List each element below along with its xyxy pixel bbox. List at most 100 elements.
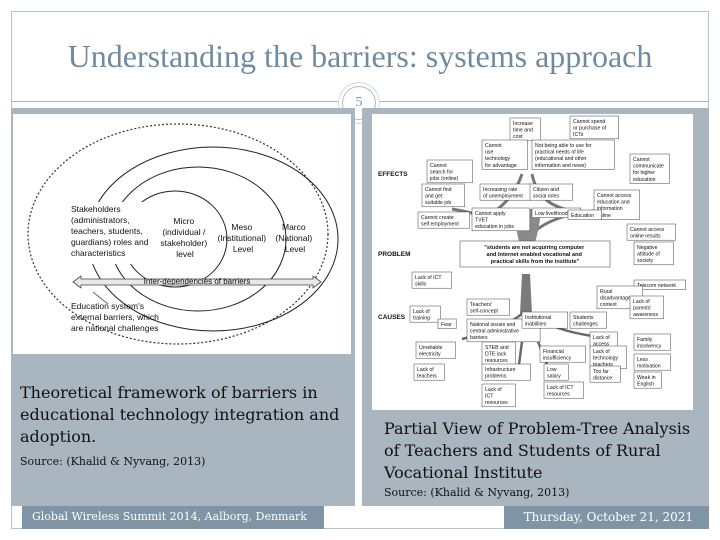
effect-box (569, 115, 619, 140)
stakeholder-label-bg (68, 202, 154, 264)
cause-box (415, 341, 456, 359)
cause-box (633, 241, 674, 266)
framework-diagram: Stakeholders (administrators, teachers, … (27, 123, 339, 345)
external-pointer-line (92, 291, 109, 305)
left-figure-caption: Theoretical framework of barriers in edu… (20, 383, 340, 446)
left-content-panel: Stakeholders (administrators, teachers, … (11, 108, 355, 506)
causes-label: CAUSES (378, 314, 406, 321)
outer-dashed-ellipse (27, 123, 329, 345)
effect-box (481, 139, 528, 170)
left-figure-source: Source: (Khalid & Nyvang, 2013) (20, 455, 206, 468)
stakeholders-label: Stakeholders (administrators, teachers, … (71, 204, 151, 258)
cause-box (521, 311, 568, 329)
cause-label: Teachers'self-concept (470, 302, 499, 315)
title-rule-right (378, 101, 709, 102)
cause-box (543, 363, 569, 381)
effect-box (421, 183, 465, 208)
cause-label: Telecom network (637, 283, 676, 289)
meso-label: Meso (Institutional) Level (217, 222, 268, 254)
effect-box (567, 209, 602, 220)
framework-figure: Stakeholders (administrators, teachers, … (13, 114, 351, 354)
footer-date: Thursday, October 21, 2021 (504, 506, 709, 529)
effect-label: Low livelihood (535, 211, 568, 217)
interdependencies-label: Inter-dependencies of barriers (144, 277, 251, 286)
problem-tree-figure: EFFECTS PROBLEM CAUSES "students are not… (372, 114, 693, 410)
effect-box (629, 153, 670, 184)
cause-box (589, 365, 621, 383)
problem-statement-box (459, 240, 611, 268)
cause-box (569, 311, 607, 329)
macro-label: Marco (National) Level (275, 222, 314, 254)
effect-box (531, 139, 615, 170)
cause-box (413, 363, 445, 381)
cause-box (481, 383, 516, 408)
cause-box (543, 381, 584, 399)
cause-box (539, 345, 586, 363)
cause-box (411, 271, 452, 289)
slide-title: Understanding the barriers: systems appr… (67, 38, 653, 74)
cause-box (481, 363, 531, 381)
tree-upper-branches (451, 173, 613, 236)
micro-label: Micro (individual / stakeholder) level (160, 216, 209, 259)
cause-box (437, 318, 457, 329)
effect-box (426, 159, 473, 184)
effect-label: Education (571, 213, 594, 219)
external-barriers-label: Education system's external barriers, wh… (71, 301, 161, 333)
effects-label: EFFECTS (378, 171, 408, 178)
cause-box (629, 295, 664, 320)
cause-box (409, 305, 441, 323)
cause-box (633, 333, 671, 351)
cause-box (633, 279, 686, 290)
problem-statement: "students are not acquiring computer and… (484, 245, 586, 265)
right-content-panel: EFFECTS PROBLEM CAUSES "students are not… (362, 108, 709, 506)
cause-box (466, 298, 510, 316)
tree-trunk (520, 274, 532, 314)
problem-tree-diagram: EFFECTS PROBLEM CAUSES "students are not… (378, 115, 686, 408)
effect-box (529, 183, 573, 201)
cause-label: Fear (441, 322, 452, 328)
effect-box (626, 223, 676, 241)
footer-event: Global Wireless Summit 2014, Aalborg, De… (22, 506, 324, 529)
title-rule-left (11, 101, 338, 102)
right-figure-source: Source: (Khalid & Nyvang, 2013) (384, 486, 570, 499)
effect-box (471, 207, 531, 232)
cause-box (633, 371, 662, 389)
problem-label: PROBLEM (378, 251, 411, 258)
